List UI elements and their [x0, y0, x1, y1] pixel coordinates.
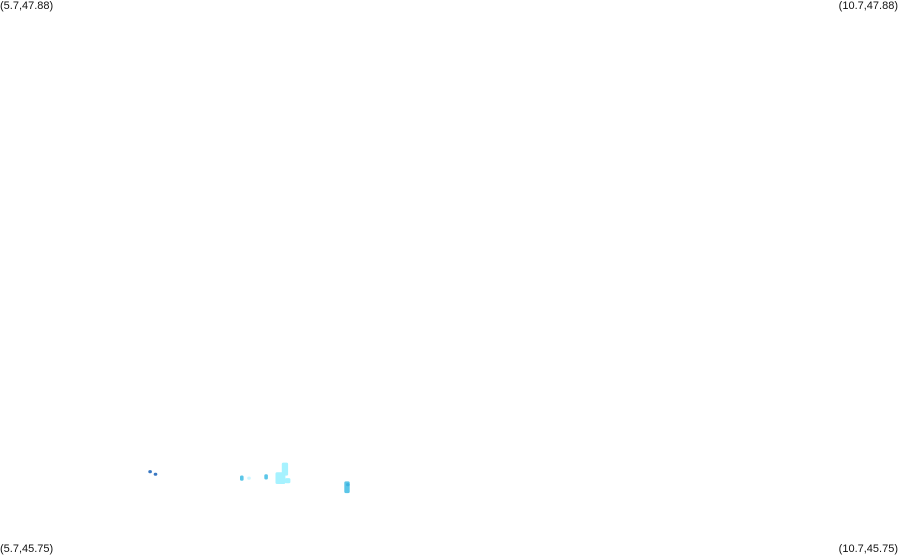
map-feature-f5 [264, 474, 268, 480]
corner-label-top-right: (10.7,47.88) [838, 0, 898, 12]
map-feature-f10 [346, 483, 350, 487]
map-feature-f2 [153, 472, 158, 476]
corner-label-top-left: (5.7,47.88) [0, 0, 54, 12]
map-feature-f3 [240, 475, 244, 481]
map-feature-f7 [275, 472, 286, 484]
map-feature-f1 [148, 470, 152, 474]
map-feature-f9 [344, 481, 350, 494]
map-feature-f4 [247, 476, 251, 480]
map-feature-f8 [285, 478, 291, 484]
